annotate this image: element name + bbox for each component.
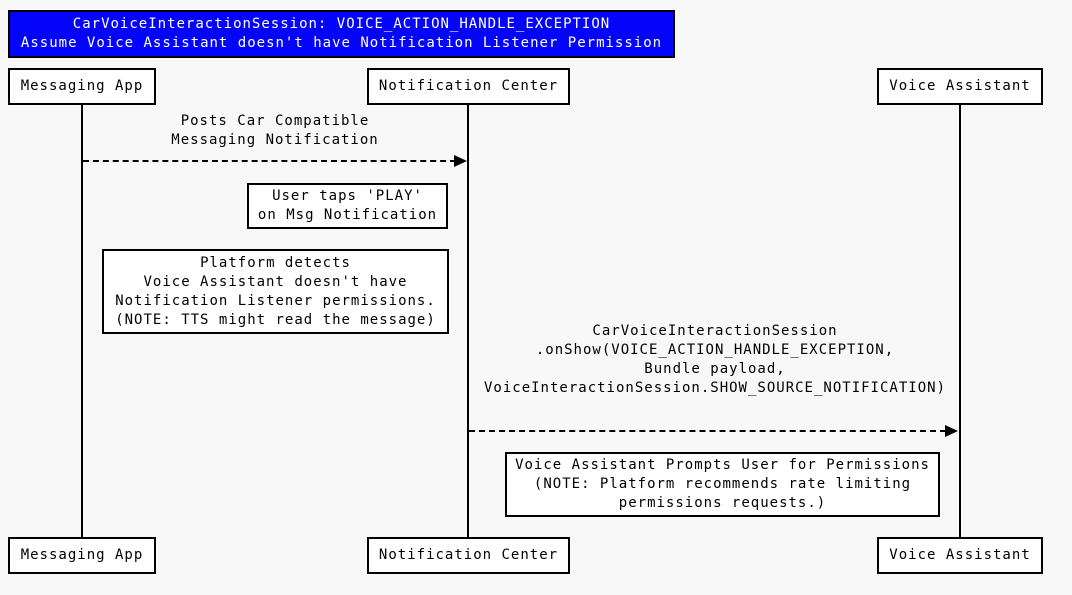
actor-voice-assistant-bottom: Voice Assistant xyxy=(877,537,1043,574)
arrowhead-right-icon xyxy=(945,425,958,437)
lifeline-notification-center xyxy=(467,104,469,538)
arrowhead-right-icon xyxy=(454,155,467,167)
actor-voice-assistant-top: Voice Assistant xyxy=(877,68,1043,105)
message-label-posts-notification: Posts Car Compatible Messaging Notificat… xyxy=(171,113,379,148)
actor-notification-center-top: Notification Center xyxy=(367,68,570,105)
lifeline-voice-assistant xyxy=(959,104,961,538)
message-arrow-line xyxy=(83,160,456,162)
message-arrow-line xyxy=(469,430,946,432)
lifeline-messaging-app xyxy=(81,104,83,538)
note-platform-detects: Platform detects Voice Assistant doesn't… xyxy=(102,249,449,334)
note-voice-assistant-prompts: Voice Assistant Prompts User for Permiss… xyxy=(505,452,940,517)
actor-messaging-app-bottom: Messaging App xyxy=(8,537,156,574)
message-label-onshow: CarVoiceInteractionSession .onShow(VOICE… xyxy=(483,323,946,396)
actor-notification-center-bottom: Notification Center xyxy=(367,537,570,574)
diagram-title: CarVoiceInteractionSession: VOICE_ACTION… xyxy=(8,10,675,58)
actor-messaging-app-top: Messaging App xyxy=(8,68,156,105)
note-user-taps-play: User taps 'PLAY' on Msg Notification xyxy=(247,183,448,229)
